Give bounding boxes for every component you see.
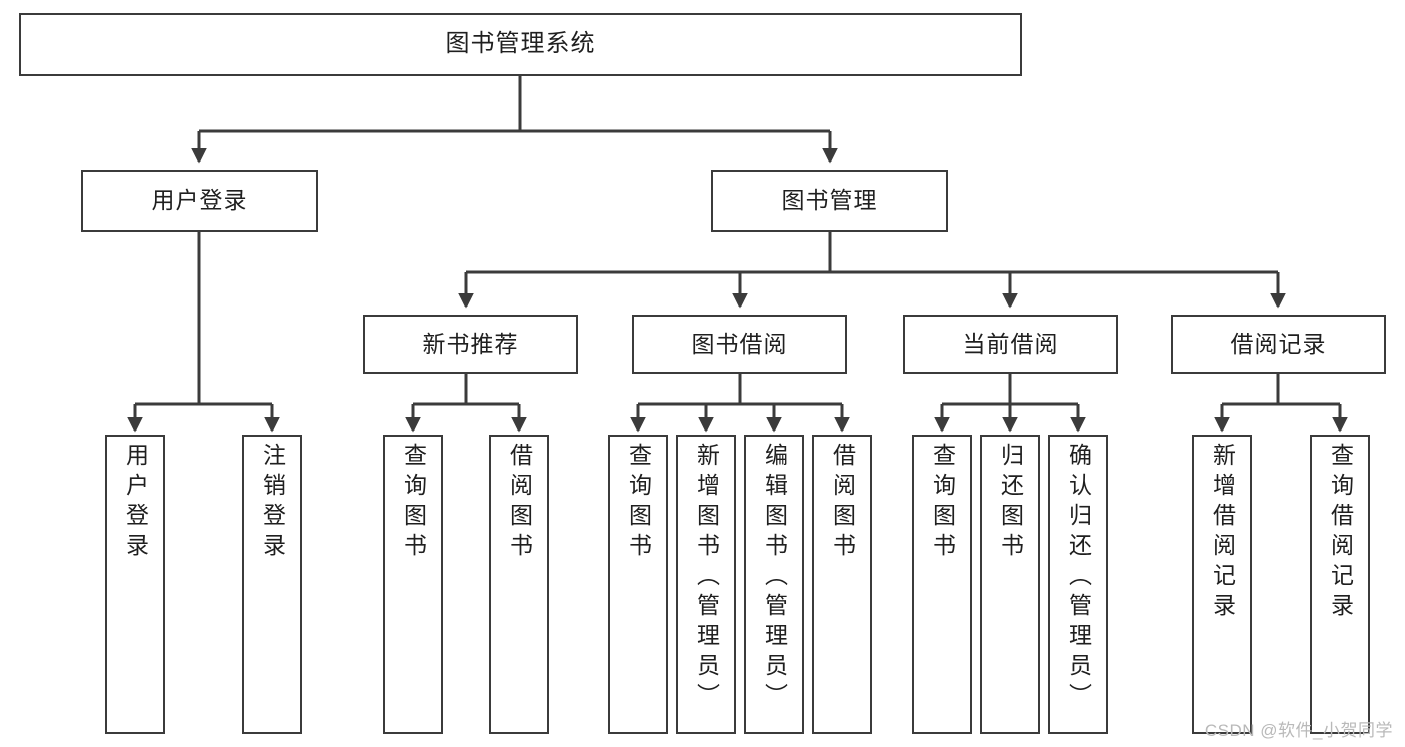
- node-label: 查询图书: [625, 443, 652, 563]
- node-label: 新增图书（管理员）: [693, 443, 720, 713]
- node-label: 图书管理系统: [445, 30, 596, 58]
- node-current-borrow[interactable]: 当前借阅: [903, 315, 1118, 374]
- node-root-system[interactable]: 图书管理系统: [19, 13, 1022, 76]
- node-borrow-record[interactable]: 借阅记录: [1171, 315, 1386, 374]
- node-leaf-query-book-2[interactable]: 查询图书: [608, 435, 668, 734]
- node-leaf-return-book[interactable]: 归还图书: [980, 435, 1040, 734]
- node-leaf-query-book-1[interactable]: 查询图书: [383, 435, 443, 734]
- node-label: 当前借阅: [962, 330, 1059, 357]
- node-label: 新增借阅记录: [1209, 443, 1236, 623]
- node-label: 查询图书: [929, 443, 956, 563]
- csdn-watermark: CSDN @软件_小贺同学: [1204, 721, 1393, 740]
- node-label: 借阅图书: [506, 443, 533, 563]
- node-label: 用户登录: [122, 443, 149, 563]
- node-label: 归还图书: [997, 443, 1024, 563]
- node-leaf-borrow-book-2[interactable]: 借阅图书: [812, 435, 872, 734]
- node-leaf-logout-login[interactable]: 注销登录: [242, 435, 302, 734]
- node-book-borrow[interactable]: 图书借阅: [632, 315, 847, 374]
- node-leaf-add-book[interactable]: 新增图书（管理员）: [676, 435, 736, 734]
- node-label: 注销登录: [259, 443, 286, 563]
- node-label: 用户登录: [151, 187, 248, 214]
- node-label: 查询图书: [400, 443, 427, 563]
- node-book-management[interactable]: 图书管理: [711, 170, 948, 232]
- node-label: 借阅图书: [829, 443, 856, 563]
- node-leaf-add-record[interactable]: 新增借阅记录: [1192, 435, 1252, 734]
- node-leaf-query-book-3[interactable]: 查询图书: [912, 435, 972, 734]
- node-user-login[interactable]: 用户登录: [81, 170, 318, 232]
- node-label: 查询借阅记录: [1327, 443, 1354, 623]
- node-leaf-user-login[interactable]: 用户登录: [105, 435, 165, 734]
- node-leaf-confirm-return[interactable]: 确认归还（管理员）: [1048, 435, 1108, 734]
- node-label: 新书推荐: [422, 330, 519, 357]
- node-label: 图书借阅: [691, 330, 788, 357]
- node-leaf-query-record[interactable]: 查询借阅记录: [1310, 435, 1370, 734]
- node-leaf-borrow-book-1[interactable]: 借阅图书: [489, 435, 549, 734]
- node-label: 确认归还（管理员）: [1065, 443, 1092, 713]
- node-label: 图书管理: [781, 187, 878, 214]
- node-new-book-recommend[interactable]: 新书推荐: [363, 315, 578, 374]
- node-label: 编辑图书（管理员）: [761, 443, 788, 713]
- node-leaf-edit-book[interactable]: 编辑图书（管理员）: [744, 435, 804, 734]
- node-label: 借阅记录: [1230, 330, 1327, 357]
